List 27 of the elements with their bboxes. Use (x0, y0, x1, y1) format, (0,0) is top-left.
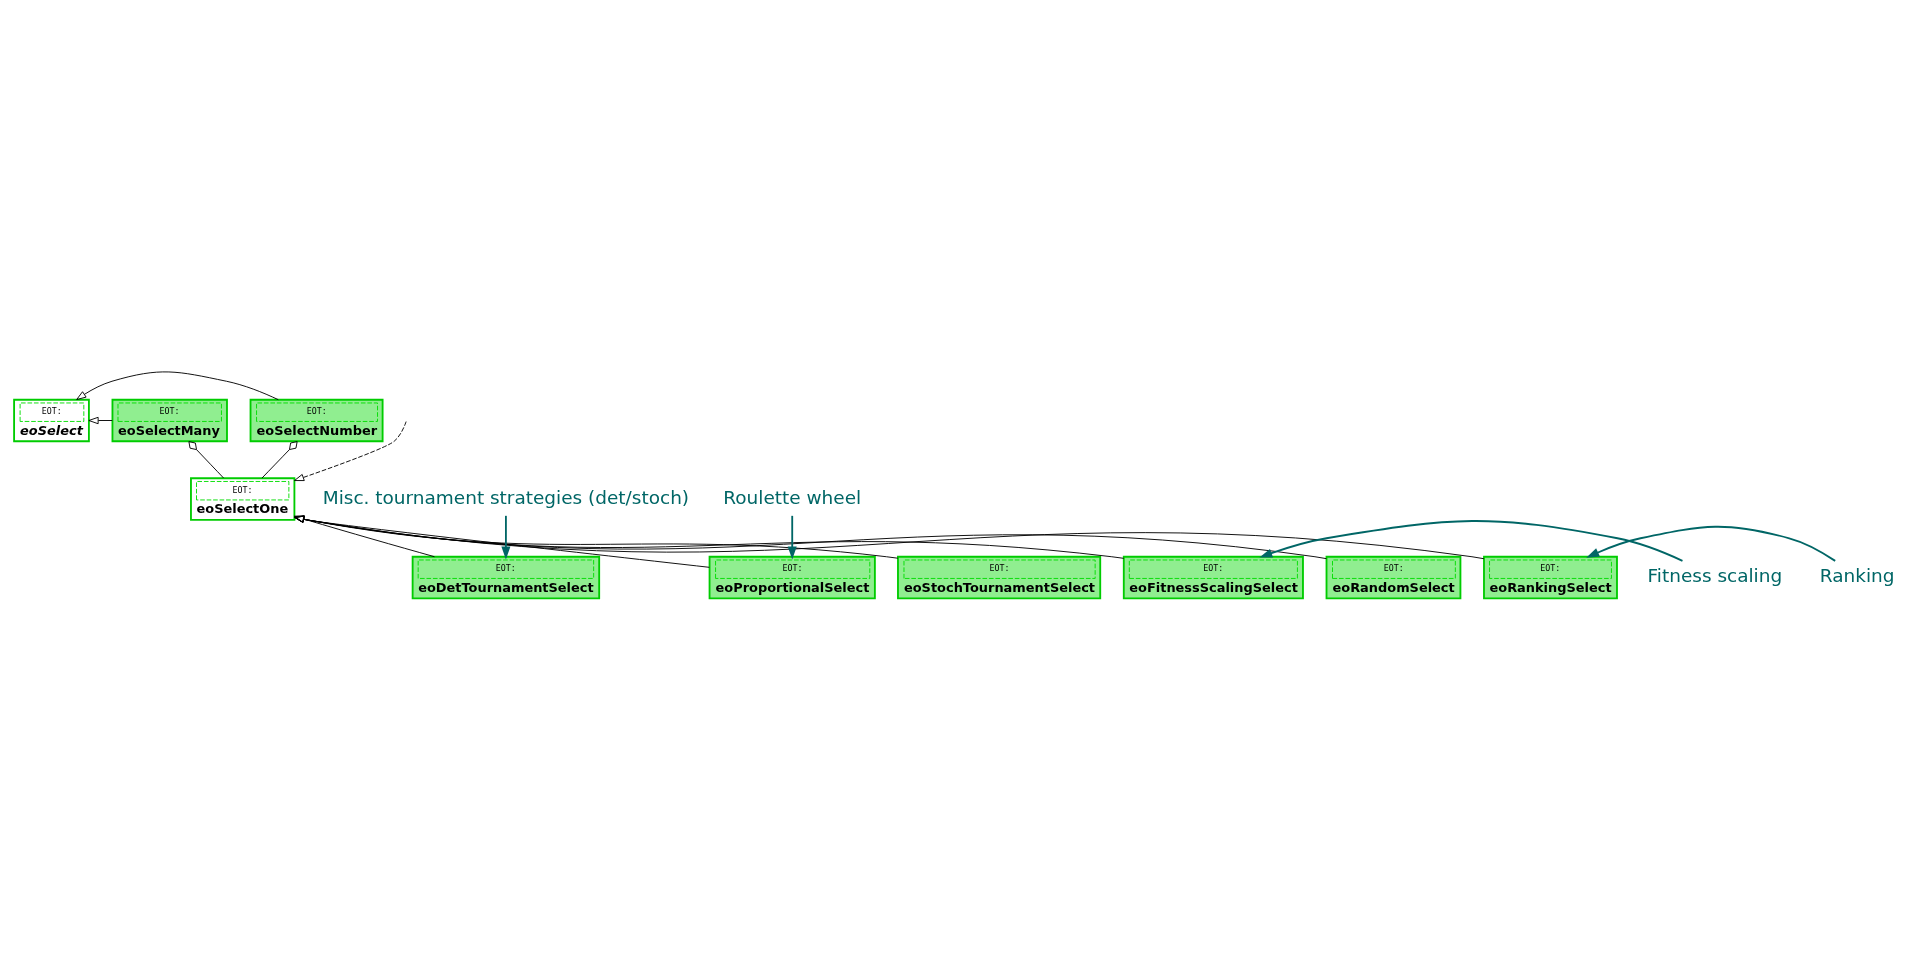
node-text: Roulette wheel (723, 486, 862, 508)
node-box: EOT: eoRankingSelect (1483, 555, 1618, 600)
arrow (294, 421, 407, 482)
node-box: EOT: eoFitnessScalingSelect (1122, 555, 1304, 600)
node-box: EOT: eoSelectOne (190, 477, 296, 521)
node-text: Ranking (1819, 565, 1895, 587)
arrow (294, 515, 899, 559)
arrow (88, 416, 113, 425)
arrow (787, 514, 797, 560)
connector (261, 441, 298, 479)
node-box: EOT: eoProportionalSelect (708, 555, 876, 600)
node-box: EOT: eoSelect (13, 398, 90, 443)
node-box: EOT: eoRandomSelect (1325, 555, 1462, 600)
node-box: EOT: eoSelectNumber (249, 398, 384, 443)
node-box: EOT: eoStochTournamentSelect (897, 555, 1102, 600)
connector (188, 441, 225, 479)
arrow (501, 514, 511, 560)
arrow (1259, 520, 1684, 562)
node-box: EOT: eoDetTournamentSelect (411, 555, 601, 600)
node-text: Misc. tournament strategies (det/stoch) (322, 486, 690, 508)
node-text: Fitness scaling (1647, 565, 1783, 587)
arrow (1586, 525, 1837, 562)
arrow (294, 515, 710, 568)
node-box: EOT: eoSelectMany (111, 398, 228, 443)
arrow (76, 371, 279, 401)
arrow (294, 515, 435, 558)
arrow (294, 515, 1125, 559)
